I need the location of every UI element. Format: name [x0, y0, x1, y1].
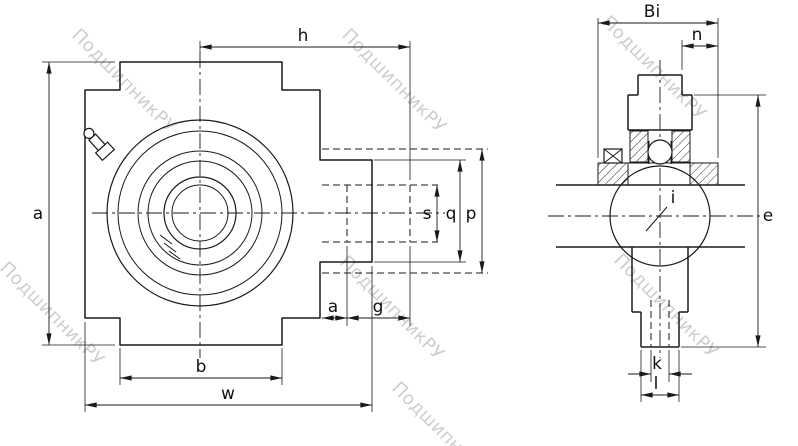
dim-label-p: p [466, 204, 477, 224]
ball [647, 139, 673, 165]
watermark-text: ПодшипникРУ [335, 252, 448, 365]
dim-label-k: k [652, 354, 662, 374]
thread-tick-marks [159, 234, 181, 260]
i-leader-line [645, 206, 668, 232]
dimension-a-slot: a [321, 246, 411, 326]
dim-label-w: w [221, 384, 235, 404]
dimension-g: g [346, 297, 411, 321]
dimension-w: w [84, 266, 373, 412]
side-view: Bi n i e k l [548, 2, 773, 402]
dim-label-a-slot: a [328, 297, 338, 317]
dimension-Bi: Bi [597, 2, 719, 158]
hidden-slot-lines [322, 148, 488, 274]
dim-label-Bi: Bi [644, 2, 660, 22]
dimension-s: s [423, 185, 440, 242]
grease-fitting [83, 127, 116, 162]
outer-ring-section-right [671, 130, 691, 163]
dimension-q: q [374, 159, 466, 263]
dimension-p: p [466, 149, 485, 274]
dimension-e: e [681, 94, 773, 348]
housing-cap [627, 74, 693, 131]
dim-label-i: i [671, 188, 676, 208]
watermark-text: ПодшипникРУ [337, 25, 450, 138]
dim-label-b: b [196, 357, 207, 377]
dimension-k: k [628, 350, 692, 382]
lower-housing-body [631, 247, 689, 348]
dimension-b: b [119, 348, 283, 385]
outer-ring-section-left [629, 130, 649, 163]
dim-label-s: s [423, 204, 432, 224]
watermark-text: ПодшипникРУ [609, 250, 722, 363]
spherical-seat-circle [609, 165, 711, 267]
dimension-n: n [681, 25, 718, 70]
dimension-a-height: a [33, 61, 115, 346]
front-view: h a s q p a [33, 26, 488, 412]
housing-outline [84, 61, 373, 346]
inner-ring-hatch-right [689, 162, 719, 186]
dim-label-q: q [446, 204, 457, 224]
dim-label-n: n [692, 25, 703, 45]
dim-label-g: g [373, 297, 384, 317]
grease-nipple-ball [83, 127, 95, 139]
dim-label-l: l [654, 374, 659, 394]
dim-label-h: h [298, 26, 309, 46]
dim-label-e: e [763, 206, 773, 226]
set-screw [603, 148, 623, 164]
dim-label-a-height: a [33, 204, 43, 224]
dimension-l: l [640, 350, 680, 402]
inner-ring-hatch-left [597, 162, 629, 186]
watermark-text: ПодшипникРУ [387, 378, 500, 446]
dimension-h: h [199, 26, 411, 180]
bearing-cross-section [597, 130, 719, 186]
watermark-text: ПодшипникРУ [0, 258, 108, 371]
